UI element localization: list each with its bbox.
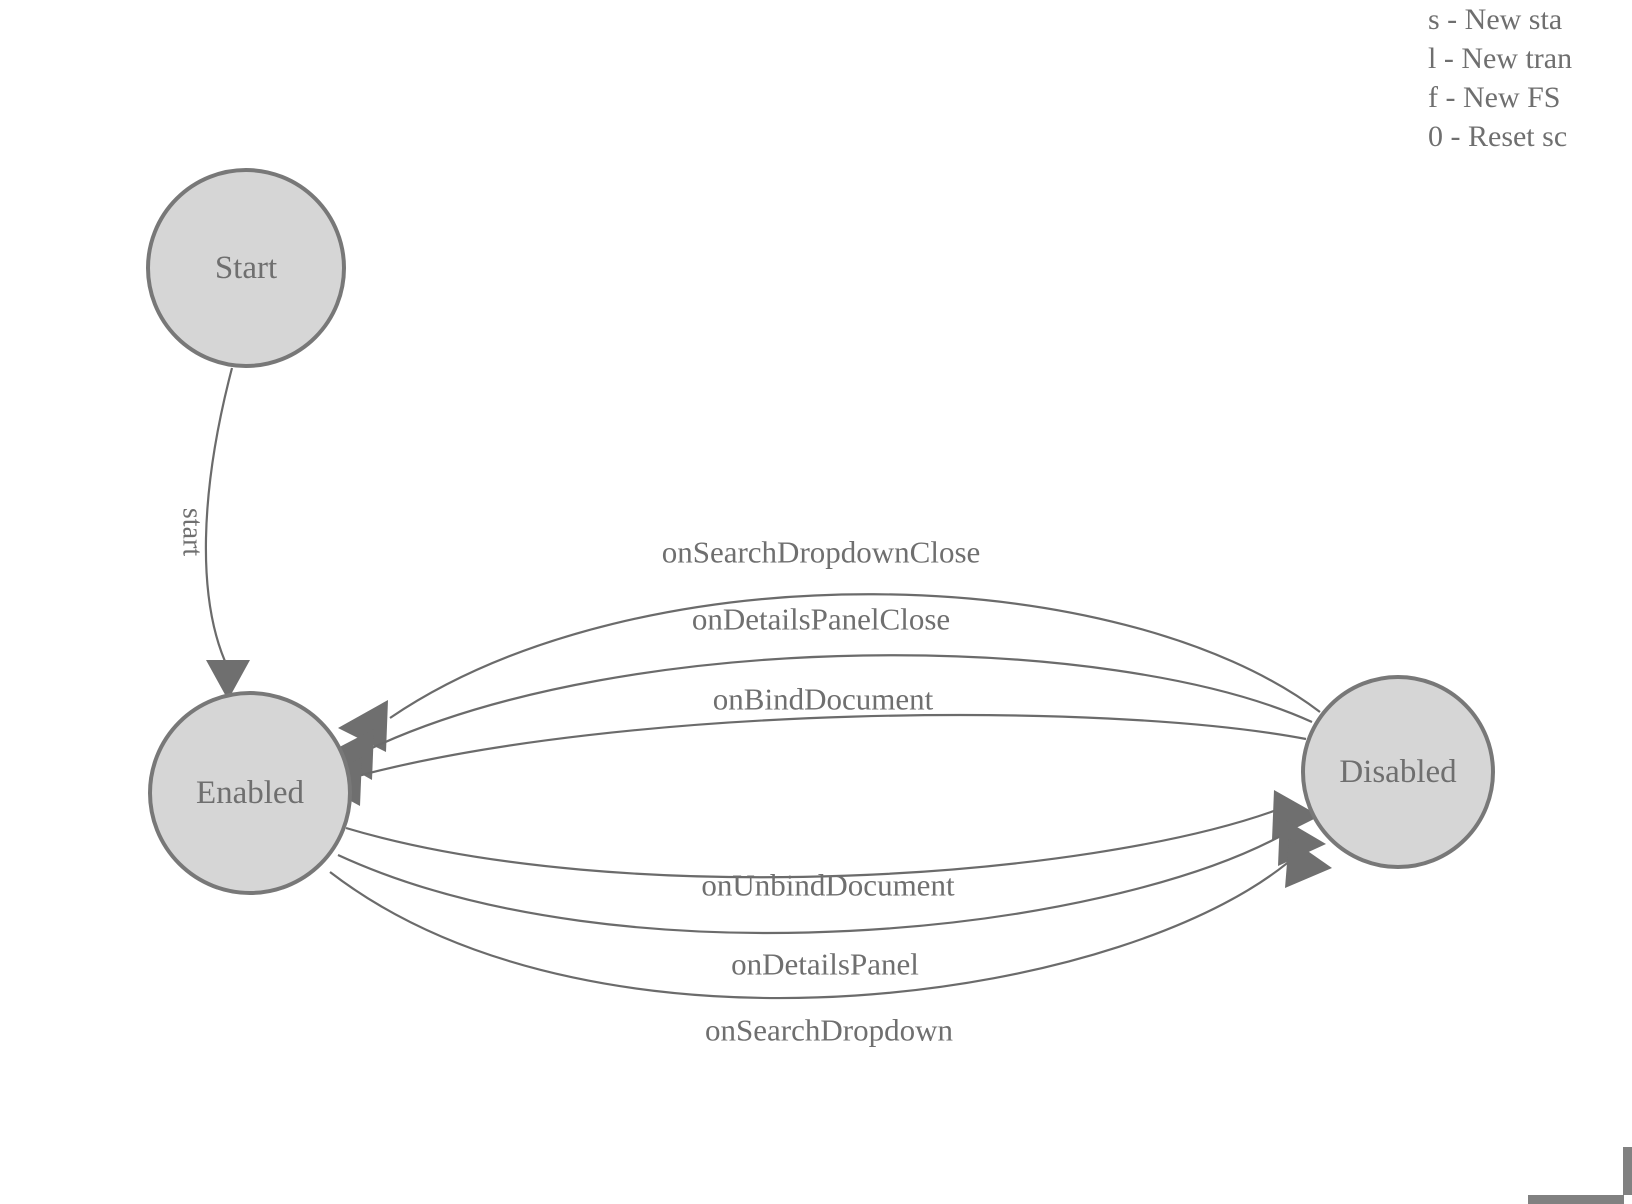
edge-path bbox=[204, 367, 234, 669]
edge-path bbox=[329, 851, 1301, 1000]
edge-on-details-panel-close[interactable] bbox=[326, 654, 1313, 780]
node-label-start: Start bbox=[215, 250, 277, 286]
edge-path bbox=[389, 593, 1321, 719]
edge-label-on-unbind-document: onUnbindDocument bbox=[701, 868, 955, 903]
horizontal-scrollbar[interactable] bbox=[1528, 1195, 1624, 1204]
node-label-disabled: Disabled bbox=[1339, 754, 1457, 790]
edge-label-start: start bbox=[177, 508, 208, 556]
arrowhead-icon bbox=[1285, 838, 1332, 888]
legend-line-new-fsm: f - New FS bbox=[1428, 81, 1561, 114]
edge-path bbox=[345, 806, 1283, 879]
node-start[interactable]: Start bbox=[146, 168, 346, 368]
node-circle bbox=[148, 691, 352, 895]
edge-path bbox=[357, 713, 1307, 778]
edge-on-search-dropdown[interactable] bbox=[329, 838, 1332, 1000]
edge-label-on-bind-document: onBindDocument bbox=[713, 682, 934, 717]
legend-line-new-state: s - New sta bbox=[1428, 3, 1563, 36]
legend-line-reset: 0 - Reset sc bbox=[1428, 120, 1568, 153]
legend-line-new-transition: l - New tran bbox=[1428, 42, 1573, 75]
node-circle bbox=[1301, 675, 1495, 869]
node-circle bbox=[146, 168, 346, 368]
keyboard-shortcut-legend: s - New sta l - New tran f - New FS 0 - … bbox=[1428, 0, 1632, 156]
edge-on-search-dropdown-close[interactable] bbox=[338, 593, 1321, 752]
arrowhead-icon bbox=[338, 700, 388, 752]
edge-on-bind-document[interactable] bbox=[316, 713, 1307, 806]
edge-label-on-details-panel: onDetailsPanel bbox=[731, 947, 919, 982]
edge-path bbox=[371, 654, 1313, 749]
arrowhead-icon bbox=[326, 729, 374, 780]
edge-label-on-details-panel-close: onDetailsPanelClose bbox=[692, 602, 950, 637]
node-label-enabled: Enabled bbox=[196, 775, 305, 811]
edge-label-on-search-dropdown: onSearchDropdown bbox=[705, 1013, 953, 1048]
edge-start[interactable] bbox=[204, 367, 250, 700]
node-enabled[interactable]: Enabled bbox=[148, 691, 352, 895]
vertical-scrollbar[interactable] bbox=[1623, 1147, 1632, 1195]
node-disabled[interactable]: Disabled bbox=[1301, 675, 1495, 869]
arrowhead-icon bbox=[206, 660, 250, 700]
edge-on-unbind-document[interactable] bbox=[345, 790, 1320, 879]
edge-path bbox=[337, 831, 1289, 935]
edge-label-on-search-dropdown-close: onSearchDropdownClose bbox=[662, 535, 981, 570]
